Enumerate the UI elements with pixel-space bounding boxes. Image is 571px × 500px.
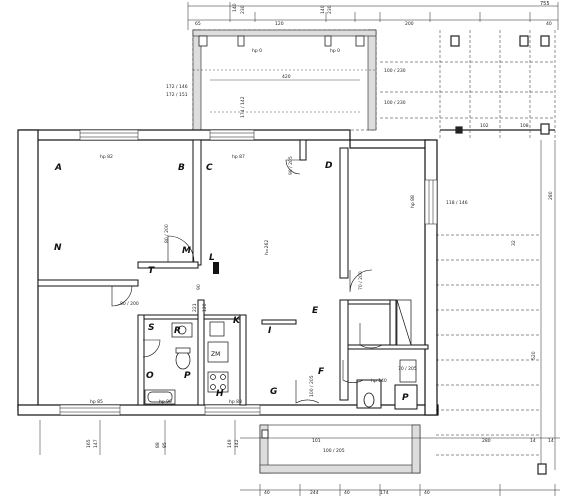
left-bottom-dimension-lines [39, 420, 236, 455]
height-top-right: hp 0 [330, 48, 340, 54]
misc-v3: 221 [192, 303, 198, 312]
dim-bottom-e: 40 [424, 490, 430, 496]
room-label-e: E [312, 306, 319, 316]
room-label-m: M [182, 246, 191, 256]
room-label-o: O [146, 371, 154, 381]
column-markers [450, 35, 550, 135]
dim-bottom-i: 14 [548, 438, 554, 444]
dim-top-seg1: 140 [232, 3, 238, 12]
dim-right-b: 520 [531, 351, 537, 360]
dim-right-c: 32 [511, 240, 517, 246]
right-balcony-grid [380, 30, 556, 140]
dim-top-i: 420 [282, 74, 291, 80]
dim-top-a: 65 [195, 21, 201, 27]
opening-o12: 174 / 142 [240, 96, 246, 118]
room-label-n: N [54, 243, 62, 253]
opening-o8: 70 / 200 [358, 271, 364, 290]
room-label-d: D [325, 161, 333, 171]
dim-left-a: 165 [86, 439, 92, 448]
dim-top-l: 102 [480, 123, 489, 129]
height-a: hp 82 [100, 154, 113, 160]
opening-o3: 100 / 230 [384, 68, 406, 74]
windows-bottom [59, 404, 261, 416]
chimney [213, 262, 219, 274]
door-swings [111, 159, 383, 404]
room-label-b: B [178, 163, 185, 173]
room-label-p: P [184, 371, 191, 381]
dim-left-b: 147 [93, 439, 99, 448]
height-top-left: hp 0 [252, 48, 262, 54]
bottom-dimension-lines [240, 437, 560, 496]
interior-walls [37, 139, 429, 406]
height-bottom-left: hp 85 [90, 399, 103, 405]
opening-o4: 100 / 230 [384, 100, 406, 106]
dim-top-b: 40 [546, 21, 552, 27]
dim-top-e: 200 [405, 21, 414, 27]
opening-o6: 100 / 205 [323, 448, 345, 454]
dim-left-e: 149 [227, 439, 233, 448]
height-bottom-mid: hp 90 [159, 399, 172, 405]
room-label-p2: P [402, 393, 409, 403]
room-label-c: C [206, 163, 213, 173]
fixture-zm: ZM [211, 351, 220, 358]
opening-o7: 70 / 205 [398, 366, 417, 372]
misc-v2: 90 [196, 284, 202, 290]
room-label-a: A [54, 163, 62, 173]
opening-o10: 100 / 205 [309, 375, 315, 397]
room-label-s: S [148, 323, 154, 333]
opening-o1: 80 / 200 [164, 224, 170, 243]
opening-o2: 80 / 200 [120, 301, 139, 307]
dim-left-f: 142 [234, 439, 240, 448]
dim-top-seg2: 230 [240, 5, 246, 14]
height-small: hp 140 [371, 378, 387, 384]
bottom-balcony [259, 424, 421, 474]
dim-top-g: 120 [275, 21, 284, 27]
dim-bottom-c: 40 [344, 490, 350, 496]
misc-v1: 120 [202, 303, 208, 312]
dim-bottom-g: 101 [312, 438, 321, 444]
dim-top-overall: 755 [540, 1, 550, 7]
dim-bottom-a: 40 [264, 490, 270, 496]
room-label-l: L [209, 253, 215, 263]
dim-left-c: 88 [155, 442, 161, 448]
dim-top-seg3: 140 [320, 5, 326, 14]
column-marker-bottom [537, 463, 547, 475]
room-label-r: R [174, 326, 181, 336]
windows-top [79, 129, 255, 141]
room-label-f: F [318, 367, 325, 377]
balcony-top [192, 29, 377, 131]
dim-right-a: 280 [548, 191, 554, 200]
height-bottom-h: hp 88 [229, 399, 242, 405]
window-right [424, 179, 438, 225]
dim-left-d: 85 [162, 442, 168, 448]
opening-o5: 118 / 146 [446, 200, 468, 206]
opening-o13: 172 / 151 [166, 92, 188, 98]
toilet-icon [363, 392, 375, 408]
fixtures [144, 299, 417, 405]
dim-top-seg4: 230 [327, 5, 333, 14]
room-label-k: K [233, 316, 241, 326]
right-dimension-lines [436, 140, 556, 470]
room-label-g: G [270, 387, 277, 397]
opening-o11: 172 / 146 [166, 84, 188, 90]
dim-bottom-d: 174 [380, 490, 389, 496]
dim-bottom-h: 14 [530, 438, 536, 444]
height-right-top: hp 88 [410, 195, 416, 208]
dim-top-m: 108 [520, 123, 529, 129]
room-label-i: I [268, 326, 272, 336]
height-ceiling: h=262 [264, 240, 270, 255]
room-label-t: T [148, 266, 155, 276]
height-c: hp 87 [232, 154, 245, 160]
misc-v4: 274 [214, 265, 220, 274]
dim-bottom-f: 280 [482, 438, 491, 444]
room-label-h: H [216, 389, 224, 399]
opening-o9: 90 / 205 [288, 156, 294, 175]
dim-bottom-b: 244 [310, 490, 319, 496]
top-dimension-lines [187, 2, 559, 30]
